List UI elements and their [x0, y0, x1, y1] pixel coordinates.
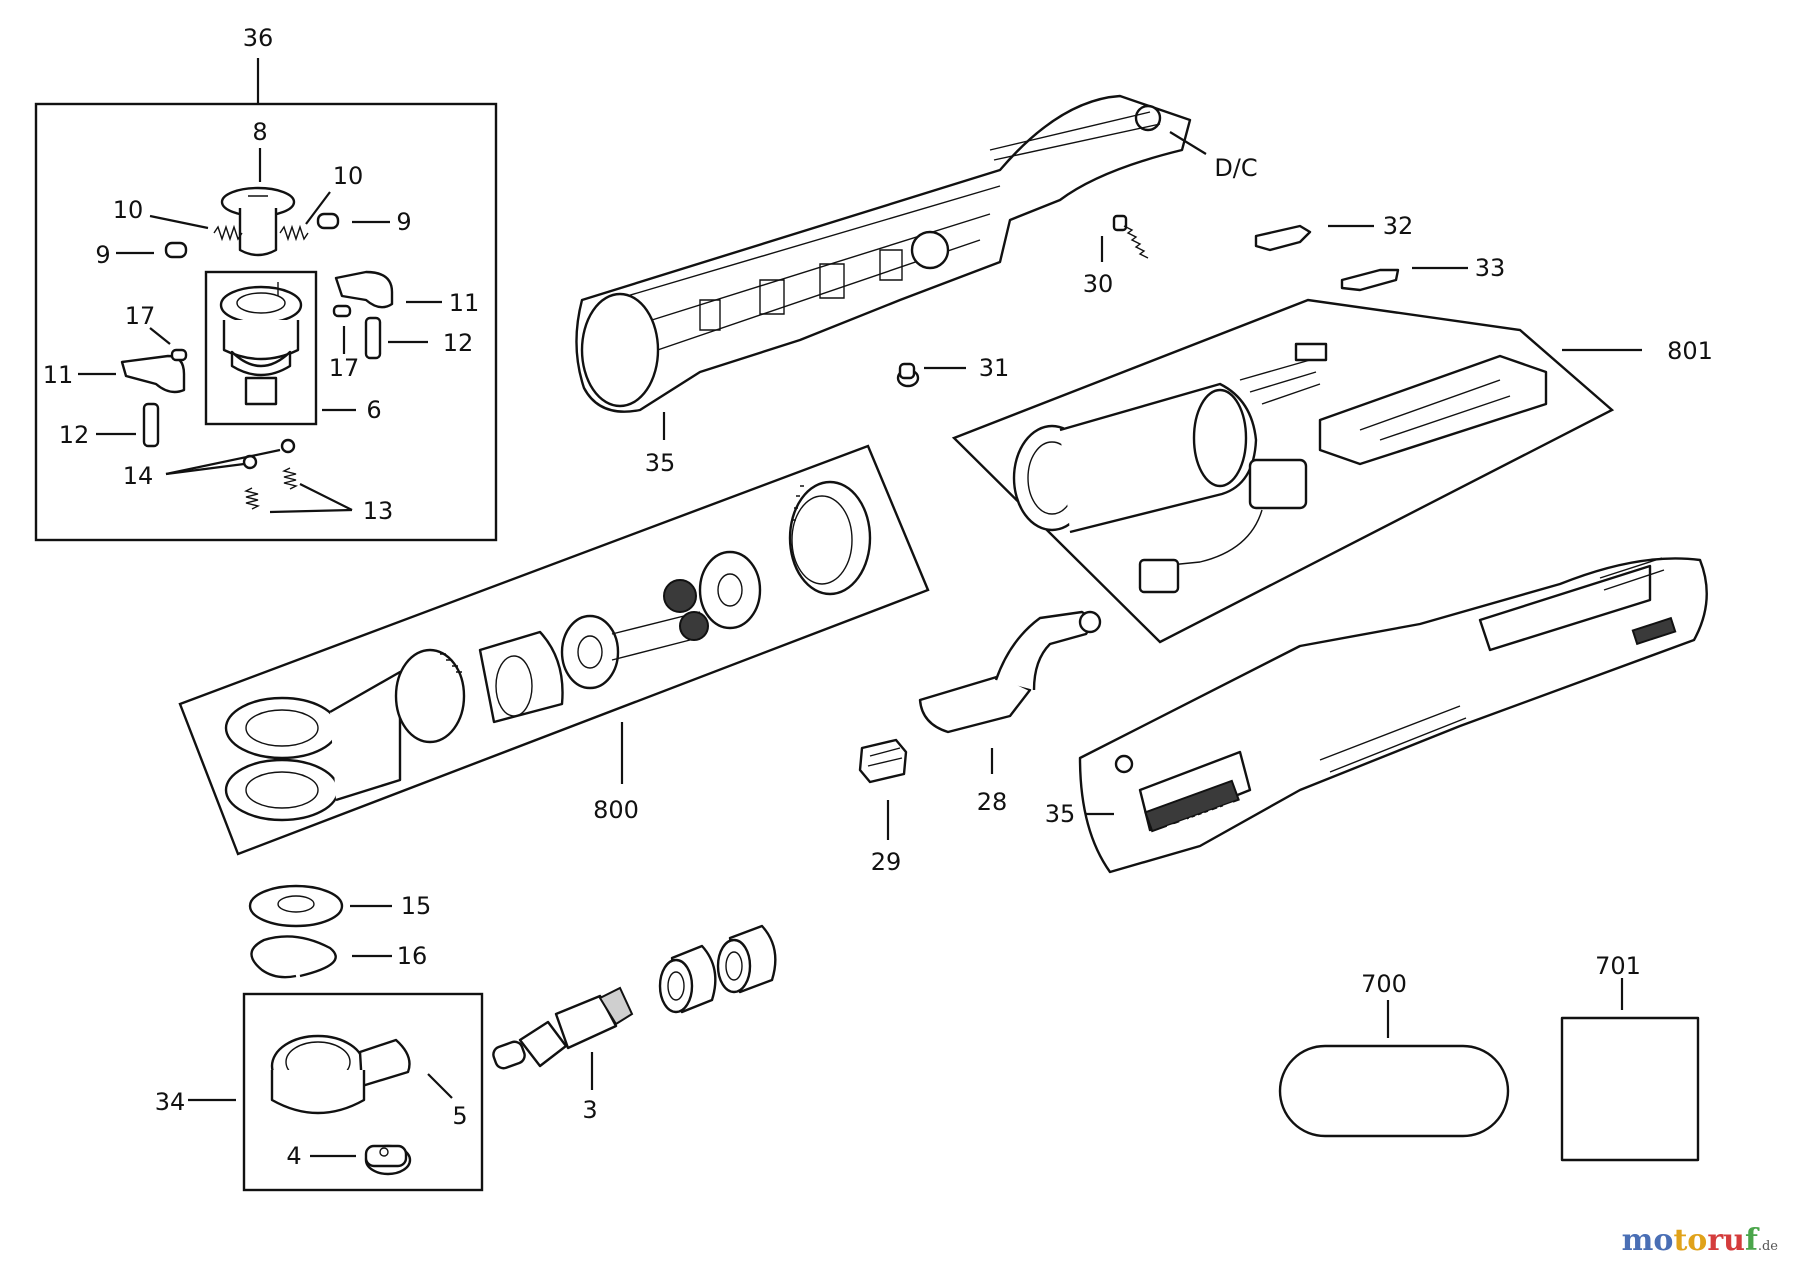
part-16-circlip: [250, 935, 337, 979]
part-701-label-square: [1560, 1016, 1700, 1162]
part-11-pawl-left: [120, 354, 186, 394]
label-16: 16: [397, 942, 428, 970]
part-32-clip: [1254, 224, 1312, 252]
part-9-pin-left: [164, 241, 188, 259]
label-32: 32: [1383, 212, 1414, 240]
group-36-frame: [34, 102, 498, 542]
label-35-bottom: 35: [1045, 800, 1076, 828]
label-701: 701: [1595, 952, 1641, 980]
group-34: 5 4: [242, 992, 484, 1192]
part-6-ratchet-core: [219, 282, 303, 406]
label-12-left: 12: [59, 421, 90, 449]
group-36: 36 8 10 10 9 9: [34, 24, 498, 542]
part-35-housing-assembled: DEWALT: [1078, 557, 1708, 874]
part-12-pin-right: [364, 316, 382, 360]
label-700: 700: [1361, 970, 1407, 998]
label-6: 6: [366, 396, 381, 424]
part-28-handle: [918, 610, 1102, 734]
part-5-ratchet-ring: [270, 1034, 411, 1115]
label-31: 31: [979, 354, 1010, 382]
label-30: 30: [1083, 270, 1114, 298]
part-30-screw: [1112, 214, 1149, 259]
label-801: 801: [1667, 337, 1713, 365]
part-13-spring-a: [281, 467, 299, 490]
label-28: 28: [977, 788, 1008, 816]
label-17-right: 17: [329, 354, 360, 382]
group-801: [951, 298, 1615, 644]
label-3: 3: [582, 1096, 597, 1124]
part-31-screw: [896, 362, 920, 388]
label-14: 14: [123, 462, 154, 490]
part-15-washer: [248, 884, 344, 928]
label-15: 15: [401, 892, 432, 920]
group-801-frame: [951, 298, 1615, 644]
group-800-frame: [178, 444, 930, 856]
part-6-frame: [204, 270, 318, 426]
part-700-label-oval: [1278, 1044, 1510, 1138]
part-10-spring-right: [279, 224, 309, 242]
group-800: [178, 444, 930, 856]
label-4: 4: [286, 1142, 301, 1170]
part-12-pin-left: [142, 402, 160, 448]
part-17-pin-left: [170, 348, 188, 362]
label-9-left: 9: [95, 241, 110, 269]
label-12-right: 12: [443, 329, 474, 357]
part-8-selector-cap: [220, 186, 296, 257]
label-36: 36: [243, 24, 274, 52]
part-3-spindle: [492, 986, 634, 1070]
label-35-top: 35: [645, 449, 676, 477]
label-34: 34: [155, 1088, 186, 1116]
label-10-left: 10: [113, 196, 144, 224]
part-17-pin-right: [332, 304, 352, 318]
part-9-pin-right: [316, 212, 340, 230]
part-33-clip: [1340, 268, 1400, 292]
part-14-ball-a: [280, 438, 296, 454]
label-8: 8: [252, 118, 267, 146]
label-11-left: 11: [43, 361, 74, 389]
part-13-spring-b: [243, 487, 261, 510]
label-33: 33: [1475, 254, 1506, 282]
label-17-left: 17: [125, 302, 156, 330]
part-35-housing-half: [575, 94, 1192, 413]
bushing-pair: [658, 924, 777, 1014]
label-dc: D/C: [1214, 154, 1257, 182]
watermark-logo: motoruf.de: [1621, 1223, 1778, 1258]
label-13: 13: [363, 497, 394, 525]
label-9-right: 9: [396, 208, 411, 236]
part-4-sleeve: [364, 1144, 412, 1176]
part-10-spring-left: [213, 224, 243, 242]
label-10-right: 10: [333, 162, 364, 190]
label-29: 29: [871, 848, 902, 876]
part-29-switch: [858, 738, 908, 784]
label-11-right: 11: [449, 289, 480, 317]
group-34-frame: [242, 992, 484, 1192]
part-11-pawl-right: [334, 270, 394, 309]
label-5: 5: [452, 1102, 467, 1130]
label-800: 800: [593, 796, 639, 824]
